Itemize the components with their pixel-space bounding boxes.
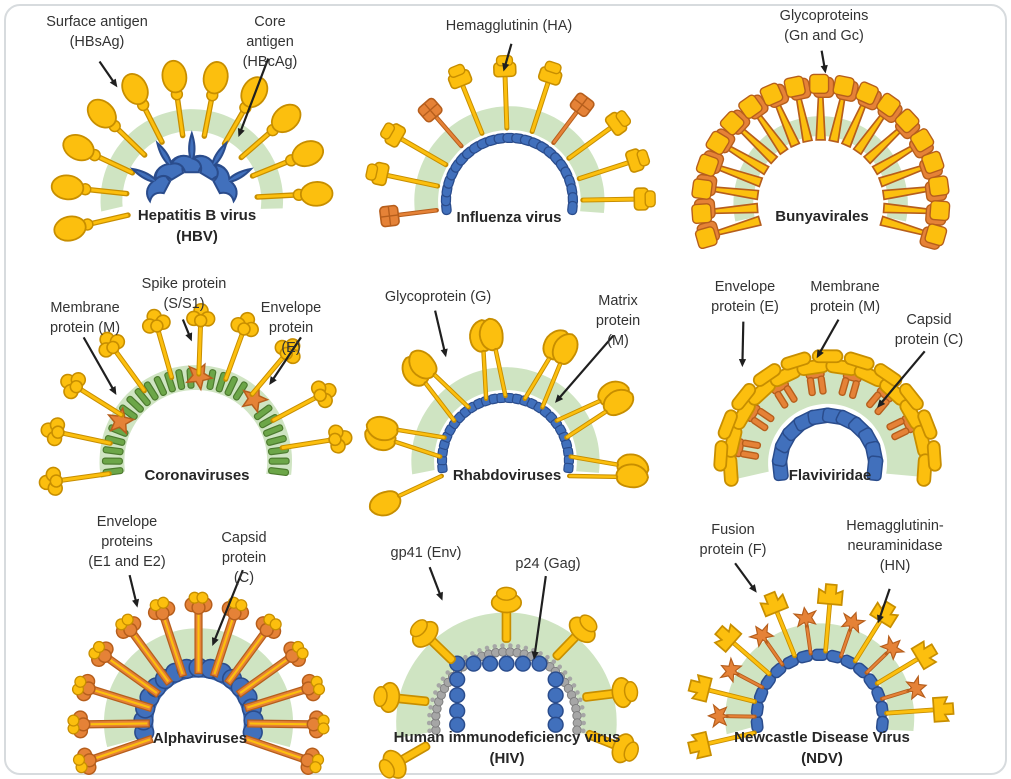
panel-caption: Hepatitis B virus (HBV)	[138, 205, 256, 247]
caption-subline: (HBV)	[176, 228, 218, 245]
caption-line: Newcastle Disease Virus	[734, 729, 910, 746]
pointer-arrow	[212, 569, 244, 646]
pointer-arrow	[816, 319, 840, 359]
protein-label-surface-antigen: Surface antigen (HBsAg)	[46, 14, 148, 50]
membrane-band	[411, 367, 600, 475]
caption-line: Human immunodeficiency virus	[393, 729, 621, 746]
pointer-arrow	[269, 336, 302, 386]
caption-line: Alphaviruses	[152, 730, 248, 747]
caption-subline: (HIV)	[489, 750, 525, 767]
rhabdoviruses-diagram	[364, 310, 650, 517]
alphaviruses-diagram	[67, 569, 330, 775]
panel-caption: Bunyavirales	[775, 206, 868, 227]
protein-label-membrane: Membrane protein (M)	[49, 300, 121, 336]
coronaviruses-diagram	[38, 302, 353, 496]
panel-caption: Rhabdoviruses	[453, 465, 561, 486]
pointer-arrow	[428, 566, 443, 601]
bunyavirales-diagram	[691, 50, 951, 250]
panel-caption: Newcastle Disease Virus (NDV)	[734, 727, 910, 769]
protein-label-membrane: Membrane protein (M)	[809, 279, 881, 315]
pointer-arrow	[555, 334, 615, 403]
pointer-arrow	[734, 562, 757, 593]
caption-line: Rhabdoviruses	[452, 467, 562, 484]
protein-label-glycoproteins: Glycoproteins (Gn and Gc)	[779, 8, 869, 44]
pointer-arrow	[237, 58, 270, 137]
panel-rhabdoviruses: Glycoprotein (G) Matrix protein (M) Rhab…	[335, 258, 669, 517]
panel-newcastle-disease-virus: Fusion protein (F) Hemagglutinin- neuram…	[669, 516, 1003, 771]
pointer-arrow	[128, 574, 140, 608]
protein-label-p24: p24 (Gag)	[515, 556, 581, 572]
protein-label-core-antigen: Core antigen (HBcAg)	[242, 14, 298, 70]
panel-caption: Flaviviridae	[789, 465, 872, 486]
caption-line: Coronaviruses	[144, 467, 250, 484]
membrane-band	[100, 109, 284, 212]
protein-label-gp41: gp41 (Env)	[390, 545, 462, 561]
caption-line: Influenza virus	[456, 209, 562, 226]
pointer-arrow	[98, 60, 118, 88]
membrane-band	[99, 365, 293, 479]
protein-label-fusion: Fusion protein (F)	[699, 522, 767, 558]
caption-line: Flaviviridae	[788, 467, 872, 484]
protein-label-capsid: Capsid protein (C)	[894, 312, 964, 348]
protein-label-envelope: Envelope protein (E)	[711, 279, 779, 315]
panel-flaviviridae: Envelope protein (E) Membrane protein (M…	[669, 258, 1003, 516]
protein-label-envelope: Envelope protein (E)	[260, 300, 322, 356]
panel-hepatitis-b-virus: Surface antigen (HBsAg) Core antigen (HB…	[0, 0, 335, 258]
protein-label-matrix: Matrix protein (M)	[595, 293, 641, 349]
caption-subline: (NDV)	[801, 750, 843, 767]
panel-influenza-virus: Hemagglutinin (HA) Influenza virus	[335, 0, 669, 258]
protein-label-envelope: Envelope proteins (E1 and E2)	[88, 514, 166, 570]
pointer-arrow	[434, 310, 448, 358]
hbv-diagram	[50, 58, 334, 242]
influenza-diagram	[365, 43, 656, 228]
panel-caption: Influenza virus	[456, 207, 561, 228]
panel-bunyavirales: Glycoproteins (Gn and Gc) Bunyavirales	[669, 0, 1003, 258]
protein-label-hn: Hemagglutinin- neuraminidase (HN)	[846, 518, 944, 574]
membrane-band	[396, 612, 617, 739]
protein-label-capsid: Capsid protein (C)	[221, 530, 267, 586]
panel-caption: Human immunodeficiency virus (HIV)	[394, 727, 621, 769]
hiv-diagram	[373, 566, 639, 779]
pointer-arrow	[877, 350, 926, 408]
pointer-arrow	[531, 575, 547, 660]
flaviviridae-diagram	[713, 319, 942, 487]
panel-caption: Alphaviruses	[153, 728, 247, 749]
pointer-arrow	[738, 321, 747, 368]
protein-label-spike: Spike protein (S/S1)	[141, 276, 227, 312]
pointer-arrow	[820, 50, 828, 74]
panel-caption: Coronaviruses	[144, 465, 249, 486]
caption-line: Bunyavirales	[775, 208, 869, 225]
protein-label-hemagglutinin: Hemagglutinin (HA)	[445, 18, 573, 34]
panel-hiv: gp41 (Env) p24 (Gag) Human immunodeficie…	[335, 516, 669, 779]
panel-alphaviruses: Envelope proteins (E1 and E2) Capsid pro…	[0, 514, 335, 775]
pointer-arrow	[181, 319, 193, 342]
pointer-arrow	[877, 588, 891, 624]
pointer-arrow	[82, 336, 117, 395]
protein-label-glycoprotein: Glycoprotein (G)	[384, 289, 492, 305]
caption-line: Hepatitis B virus	[137, 207, 257, 224]
pointer-arrow	[502, 43, 513, 72]
membrane-band	[414, 106, 605, 215]
panel-coronaviruses: Membrane protein (M) Spike protein (S/S1…	[0, 258, 353, 516]
ndv-diagram	[687, 562, 955, 760]
